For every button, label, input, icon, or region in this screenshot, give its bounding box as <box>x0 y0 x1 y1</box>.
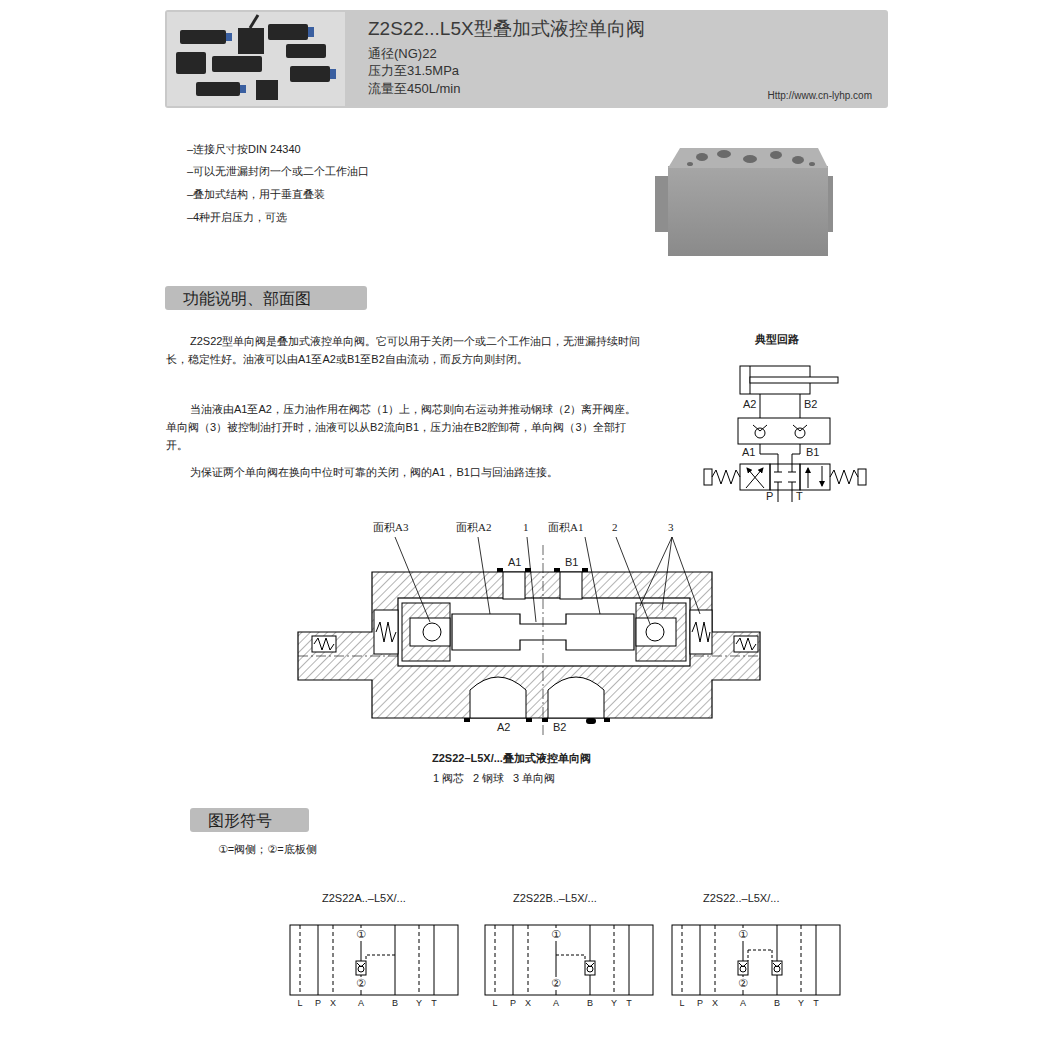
text-label: –4种开启压力，可选 <box>187 211 287 224</box>
text-label: B2 <box>804 398 817 411</box>
text-label: 面积A1 <box>548 521 583 534</box>
text-label: A2 <box>743 398 756 411</box>
text-label: 2 钢球 <box>473 772 504 785</box>
text-label: –可以无泄漏封闭一个或二个工作油口 <box>187 165 369 178</box>
text-label: A1 <box>508 556 521 569</box>
symbol-label: ① <box>737 928 749 941</box>
symbol-label: B <box>392 998 398 1009</box>
section-heading: 功能说明、部面图 <box>183 289 311 308</box>
website-url: Http://www.cn-lyhp.com <box>768 90 872 102</box>
symbol-label: B <box>587 998 593 1009</box>
text-label: 面积A2 <box>456 521 491 534</box>
text-label: B1 <box>806 446 819 459</box>
text-label: Z2S22A..–L5X/... <box>322 892 406 905</box>
symbol-label: A <box>740 998 746 1009</box>
text-label: 面积A3 <box>373 521 408 534</box>
body-paragraph: 当油液由A1至A2，压力油作用在阀芯（1）上，阀芯则向右运动并推动钢球（2）离开… <box>166 400 642 454</box>
symbol-label: Y <box>416 998 422 1009</box>
symbol-label: P <box>510 998 516 1009</box>
text-label: 1 <box>523 521 529 534</box>
text-label: 3 单向阀 <box>513 772 555 785</box>
text-label: 典型回路 <box>755 333 799 346</box>
symbol-label: T <box>626 998 632 1009</box>
symbol-label: A <box>358 998 364 1009</box>
text-label: T <box>796 490 803 503</box>
text-label: –叠加式结构，用于垂直叠装 <box>187 188 325 201</box>
symbol-label: ② <box>355 977 367 990</box>
symbol-label: L <box>679 998 684 1009</box>
symbol-label: P <box>315 998 321 1009</box>
symbol-label: ② <box>737 977 749 990</box>
text-label: 1 阀芯 <box>433 772 464 785</box>
symbol-label: T <box>813 998 819 1009</box>
text-label: 2 <box>612 521 618 534</box>
section-heading: 图形符号 <box>208 811 272 830</box>
symbol-label: B <box>774 998 780 1009</box>
text-label: ①=阀侧；②=底板侧 <box>218 843 317 856</box>
text-label: 3 <box>668 521 674 534</box>
text-label: B1 <box>565 556 578 569</box>
body-paragraph: 为保证两个单向阀在换向中位时可靠的关闭，阀的A1，B1口与回油路连接。 <box>166 463 642 481</box>
symbol-label: X <box>712 998 718 1009</box>
spec-line: 流量至450L/min <box>368 81 460 97</box>
text-label: P <box>766 490 773 503</box>
symbol-label: L <box>492 998 497 1009</box>
symbol-label: T <box>431 998 437 1009</box>
symbol-label: P <box>697 998 703 1009</box>
product-title: Z2S22...L5X型叠加式液控单向阀 <box>368 18 645 41</box>
symbol-label: X <box>330 998 336 1009</box>
body-paragraph: Z2S22型单向阀是叠加式液控单向阀。它可以用于关闭一个或二个工作油口，无泄漏持… <box>166 332 642 368</box>
section-tab: 图形符号 <box>190 808 309 832</box>
symbol-label: A <box>553 998 559 1009</box>
symbol-label: L <box>297 998 302 1009</box>
symbol-label: ① <box>550 928 562 941</box>
symbol-label: Y <box>611 998 617 1009</box>
figure-caption: Z2S22–L5X/...叠加式液控单向阀 <box>432 752 591 765</box>
text-label: A2 <box>497 721 510 734</box>
text-label: Z2S22B..–L5X/... <box>513 892 597 905</box>
section-tab: 功能说明、部面图 <box>165 286 367 310</box>
symbol-label: ① <box>355 928 367 941</box>
text-label: A1 <box>742 446 755 459</box>
text-label: –连接尺寸按DIN 24340 <box>187 143 301 156</box>
text-label: B2 <box>553 721 566 734</box>
symbol-label: X <box>525 998 531 1009</box>
text-label: Z2S22..–L5X/... <box>703 892 779 905</box>
spec-line: 压力至31.5MPa <box>368 63 459 79</box>
symbol-label: Y <box>798 998 804 1009</box>
symbol-label: ② <box>550 977 562 990</box>
spec-line: 通径(NG)22 <box>368 46 437 62</box>
